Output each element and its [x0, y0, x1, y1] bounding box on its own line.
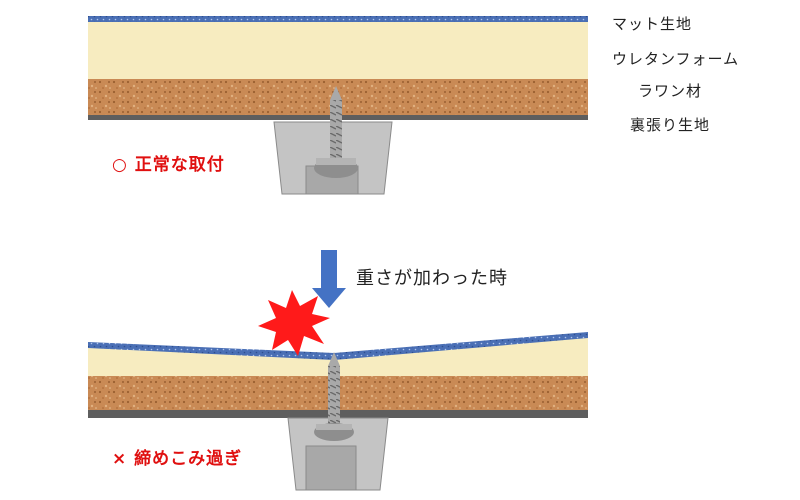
- top-urethane-layer: [88, 22, 588, 79]
- force-applied-label: 重さが加わった時: [356, 268, 508, 289]
- bottom-mat-fabric-layer: [88, 332, 588, 360]
- normal-install-label: ○ 正常な取付: [112, 155, 225, 175]
- over-tightened-label: × 締めこみ過ぎ: [112, 449, 243, 469]
- legend-label-backing-fabric: 裏張り生地: [630, 116, 711, 134]
- down-arrow-icon: [312, 250, 346, 308]
- bottom-cross-section: [88, 250, 588, 491]
- legend-label-lauan-wood: ラワン材: [638, 82, 703, 100]
- legend-label-mat-fabric: マット生地: [612, 15, 693, 33]
- top-mat-fabric-layer: [88, 16, 588, 22]
- top-screw: [314, 86, 358, 178]
- top-cross-section: [88, 16, 588, 195]
- impact-burst-icon: [258, 290, 330, 356]
- legend-label-urethane-foam: ウレタンフォーム: [612, 50, 740, 68]
- bottom-screw: [314, 352, 354, 441]
- bottom-bracket: [287, 417, 389, 491]
